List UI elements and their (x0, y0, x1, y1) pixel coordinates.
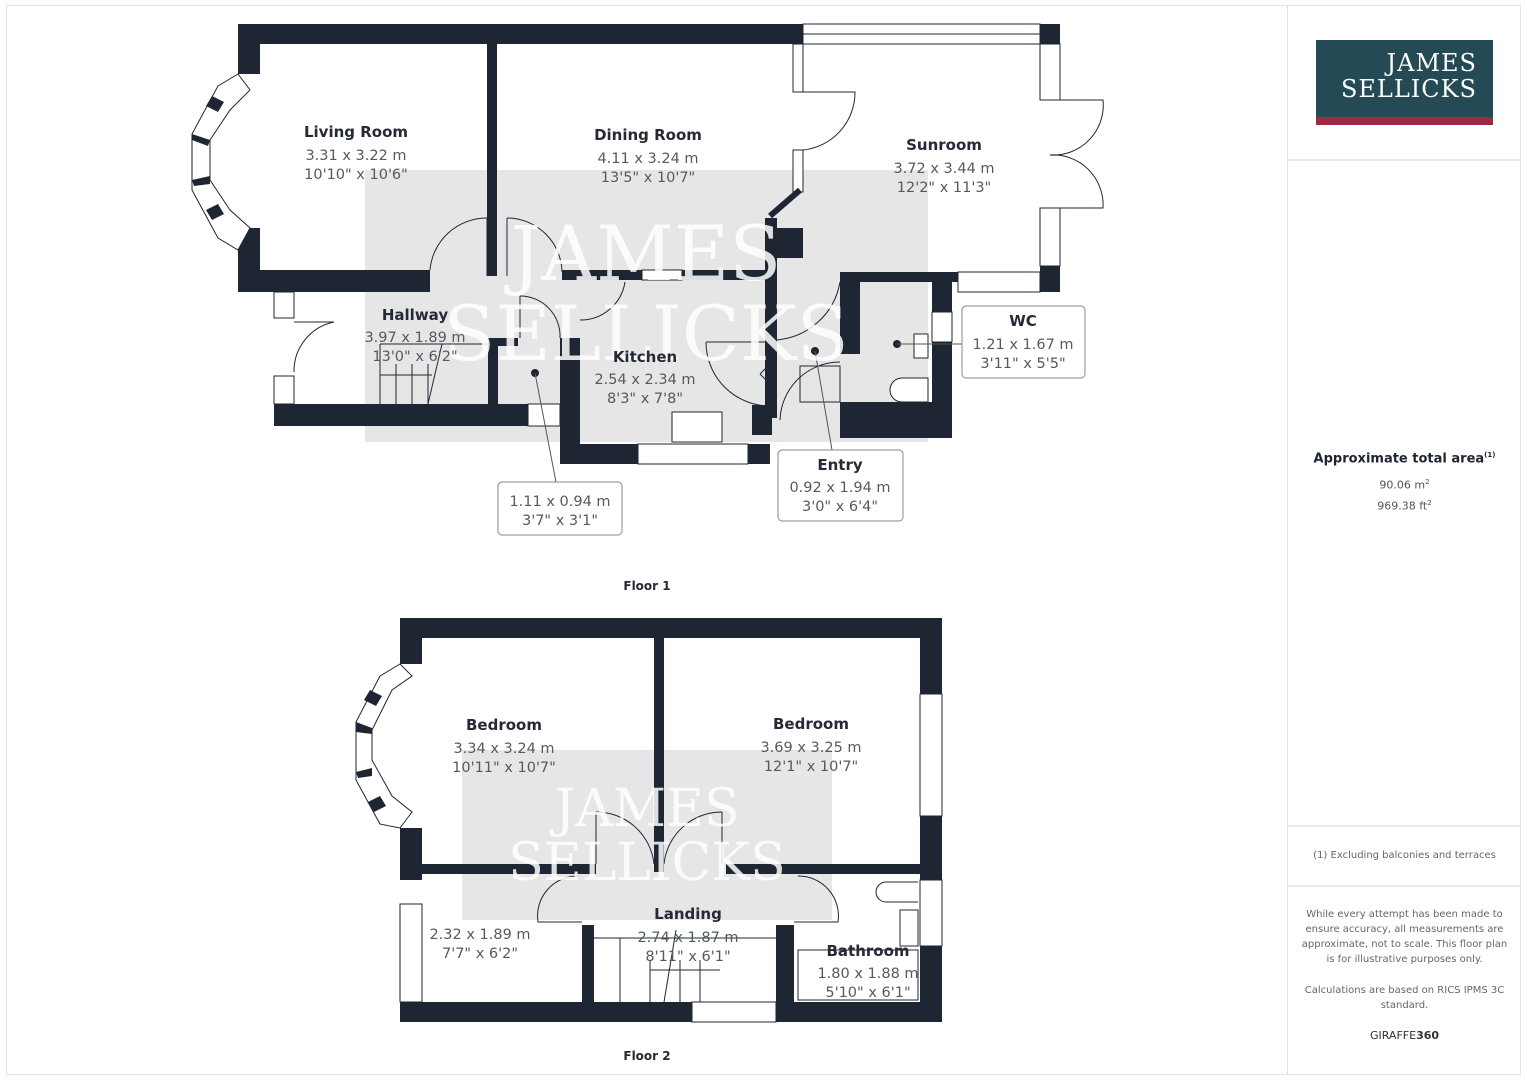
divider (1288, 885, 1521, 887)
total-area-m2: 90.06 m2 (1379, 478, 1430, 492)
svg-text:3.72 x 3.44 m: 3.72 x 3.44 m (893, 161, 994, 177)
storage-label-box (497, 481, 623, 536)
floor-2 (355, 618, 943, 1023)
svg-text:1.80 x 1.88 m: 1.80 x 1.88 m (817, 966, 918, 982)
room-bedroom-2: Bedroom 3.69 x 3.25 m 12'1" x 10'7" (760, 715, 861, 775)
floor-1-label: Floor 1 (623, 579, 670, 593)
wc-label-box (961, 305, 1086, 379)
total-area-ft2: 969.38 ft2 (1377, 499, 1432, 513)
svg-text:3.69 x 3.25 m: 3.69 x 3.25 m (760, 740, 861, 756)
divider (1288, 159, 1521, 161)
svg-text:3.97 x 1.89 m: 3.97 x 1.89 m (364, 330, 465, 346)
svg-text:13'0" x 6'2": 13'0" x 6'2" (372, 349, 457, 365)
watermark-line2: SELLICKS (443, 289, 849, 378)
total-area-title: Approximate total area(1) (1313, 451, 1496, 467)
room-bathroom: Bathroom 1.80 x 1.88 m 5'10" x 6'1" (817, 942, 918, 1001)
svg-text:Kitchen: Kitchen (613, 348, 677, 366)
watermark-box-floor1 (365, 170, 928, 442)
room-bedroom-1: Bedroom 3.34 x 3.24 m 10'11" x 10'7" (452, 716, 556, 776)
svg-text:WC: WC (1009, 312, 1037, 330)
logo-accent-bar (1316, 117, 1493, 125)
room-entry: Entry 0.92 x 1.94 m 3'0" x 6'4" (789, 456, 890, 515)
floor-2-label: Floor 2 (623, 1049, 670, 1063)
svg-text:10'10" x 10'6": 10'10" x 10'6" (304, 167, 408, 183)
room-storage: 1.11 x 0.94 m 3'7" x 3'1" (509, 494, 610, 529)
svg-text:8'3" x 7'8": 8'3" x 7'8" (607, 391, 683, 407)
svg-text:Hallway: Hallway (382, 306, 448, 324)
svg-text:7'7" x 6'2": 7'7" x 6'2" (442, 946, 518, 962)
room-box-room: 2.32 x 1.89 m 7'7" x 6'2" (429, 927, 530, 962)
room-dining-room: Dining Room 4.11 x 3.24 m 13'5" x 10'7" (594, 126, 702, 186)
svg-text:12'2" x 11'3": 12'2" x 11'3" (897, 180, 991, 196)
info-sidebar: JAMES SELLICKS Approximate total area(1)… (1287, 5, 1521, 1075)
room-sunroom: Sunroom 3.72 x 3.44 m 12'2" x 11'3" (893, 136, 994, 196)
disclaimer: While every attempt has been made to ens… (1301, 909, 1508, 965)
watermark-line1-floor2: JAMES (549, 779, 739, 839)
logo-line1: JAMES (1386, 49, 1477, 77)
logo-line2: SELLICKS (1340, 75, 1477, 103)
watermark-line2-floor2: SELLICKS (508, 833, 785, 893)
watermark-line1: JAMES (504, 209, 782, 298)
room-hallway: Hallway 3.97 x 1.89 m 13'0" x 6'2" (364, 306, 465, 365)
svg-text:5'10" x 6'1": 5'10" x 6'1" (825, 985, 910, 1001)
room-wc: WC 1.21 x 1.67 m 3'11" x 5'5" (972, 312, 1073, 372)
svg-text:4.11 x 3.24 m: 4.11 x 3.24 m (597, 151, 698, 167)
svg-text:Sunroom: Sunroom (906, 136, 982, 154)
page-frame (6, 5, 1521, 1075)
divider (1288, 825, 1521, 827)
svg-text:3.34 x 3.24 m: 3.34 x 3.24 m (453, 741, 554, 757)
svg-text:13'5" x 10'7": 13'5" x 10'7" (601, 170, 695, 186)
svg-text:Dining Room: Dining Room (594, 126, 702, 144)
svg-text:Entry: Entry (817, 456, 862, 474)
svg-text:1.21 x 1.67 m: 1.21 x 1.67 m (972, 337, 1073, 353)
watermark-box-floor2 (462, 750, 832, 920)
svg-text:3.31 x 3.22 m: 3.31 x 3.22 m (305, 148, 406, 164)
brand-logo: JAMES SELLICKS (1316, 40, 1493, 125)
footnote: (1) Excluding balconies and terraces (1313, 850, 1496, 861)
svg-text:Landing: Landing (654, 905, 722, 923)
svg-text:12'1" x 10'7": 12'1" x 10'7" (764, 759, 858, 775)
room-kitchen: Kitchen 2.54 x 2.34 m 8'3" x 7'8" (594, 348, 695, 407)
svg-text:2.32 x 1.89 m: 2.32 x 1.89 m (429, 927, 530, 943)
svg-text:Living Room: Living Room (304, 123, 408, 141)
provider-brand: GIRAFFE360 (1369, 1029, 1440, 1042)
svg-text:Bedroom: Bedroom (466, 716, 542, 734)
svg-text:0.92 x 1.94 m: 0.92 x 1.94 m (789, 480, 890, 496)
svg-text:2.54 x 2.34 m: 2.54 x 2.34 m (594, 372, 695, 388)
svg-text:Bathroom: Bathroom (826, 942, 909, 960)
svg-text:3'11" x 5'5": 3'11" x 5'5" (980, 356, 1065, 372)
room-living-room: Living Room 3.31 x 3.22 m 10'10" x 10'6" (304, 123, 408, 183)
room-landing: Landing 2.74 x 1.87 m 8'11" x 6'1" (637, 905, 738, 965)
svg-text:Bedroom: Bedroom (773, 715, 849, 733)
entry-label-box (777, 449, 904, 522)
svg-text:1.11 x 0.94 m: 1.11 x 0.94 m (509, 494, 610, 510)
calculation-note: Calculations are based on RICS IPMS 3C s… (1304, 985, 1505, 1011)
svg-text:3'0" x 6'4": 3'0" x 6'4" (802, 499, 878, 515)
floor-1 (191, 23, 1104, 483)
svg-text:8'11" x 6'1": 8'11" x 6'1" (645, 949, 730, 965)
svg-text:2.74 x 1.87 m: 2.74 x 1.87 m (637, 930, 738, 946)
svg-text:10'11" x 10'7": 10'11" x 10'7" (452, 760, 556, 776)
svg-text:3'7" x 3'1": 3'7" x 3'1" (522, 513, 598, 529)
